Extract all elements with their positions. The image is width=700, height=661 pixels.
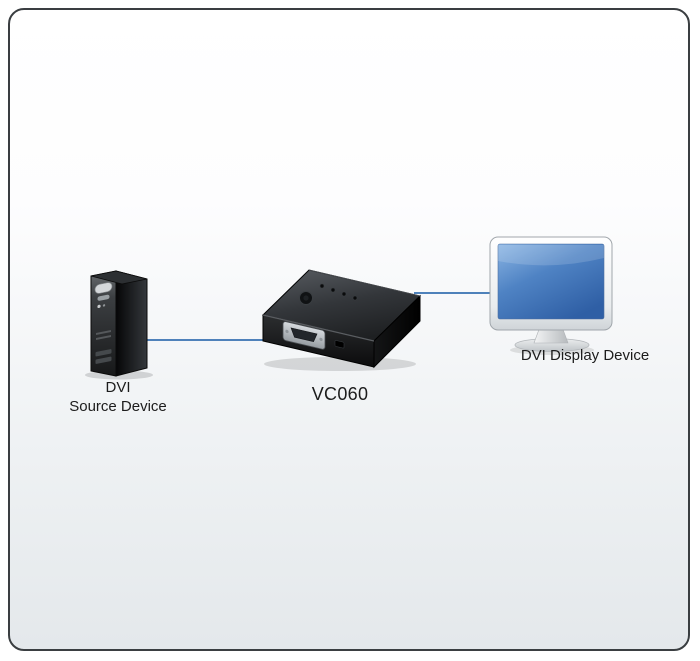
- box-top-knob-center: [303, 295, 309, 301]
- box-front-edge-highlight: [262, 314, 375, 342]
- source-device-label-line2: Source Device: [69, 398, 167, 415]
- monitor-screen-glare: [498, 245, 604, 266]
- source-device-label: DVI Source Device: [18, 378, 218, 416]
- monitor-icon: [489, 236, 613, 355]
- computer-tower-icon: [85, 270, 153, 380]
- dvi-connector: [282, 321, 345, 350]
- monitor-screen: [497, 243, 605, 320]
- vc060-label: VC060: [311, 384, 369, 404]
- led-indicators: [319, 283, 358, 301]
- tower-top-face: [90, 270, 148, 285]
- power-port: [334, 340, 345, 349]
- tower-front-details: [94, 282, 113, 364]
- box-back-edge-highlight: [308, 269, 421, 297]
- tower-side-face: [115, 270, 148, 377]
- display-device-label: DVI Display Device: [520, 347, 650, 364]
- vc060-box-icon: [261, 269, 422, 371]
- source-device-label-line1: DVI: [105, 379, 131, 396]
- box-right-face: [373, 294, 421, 369]
